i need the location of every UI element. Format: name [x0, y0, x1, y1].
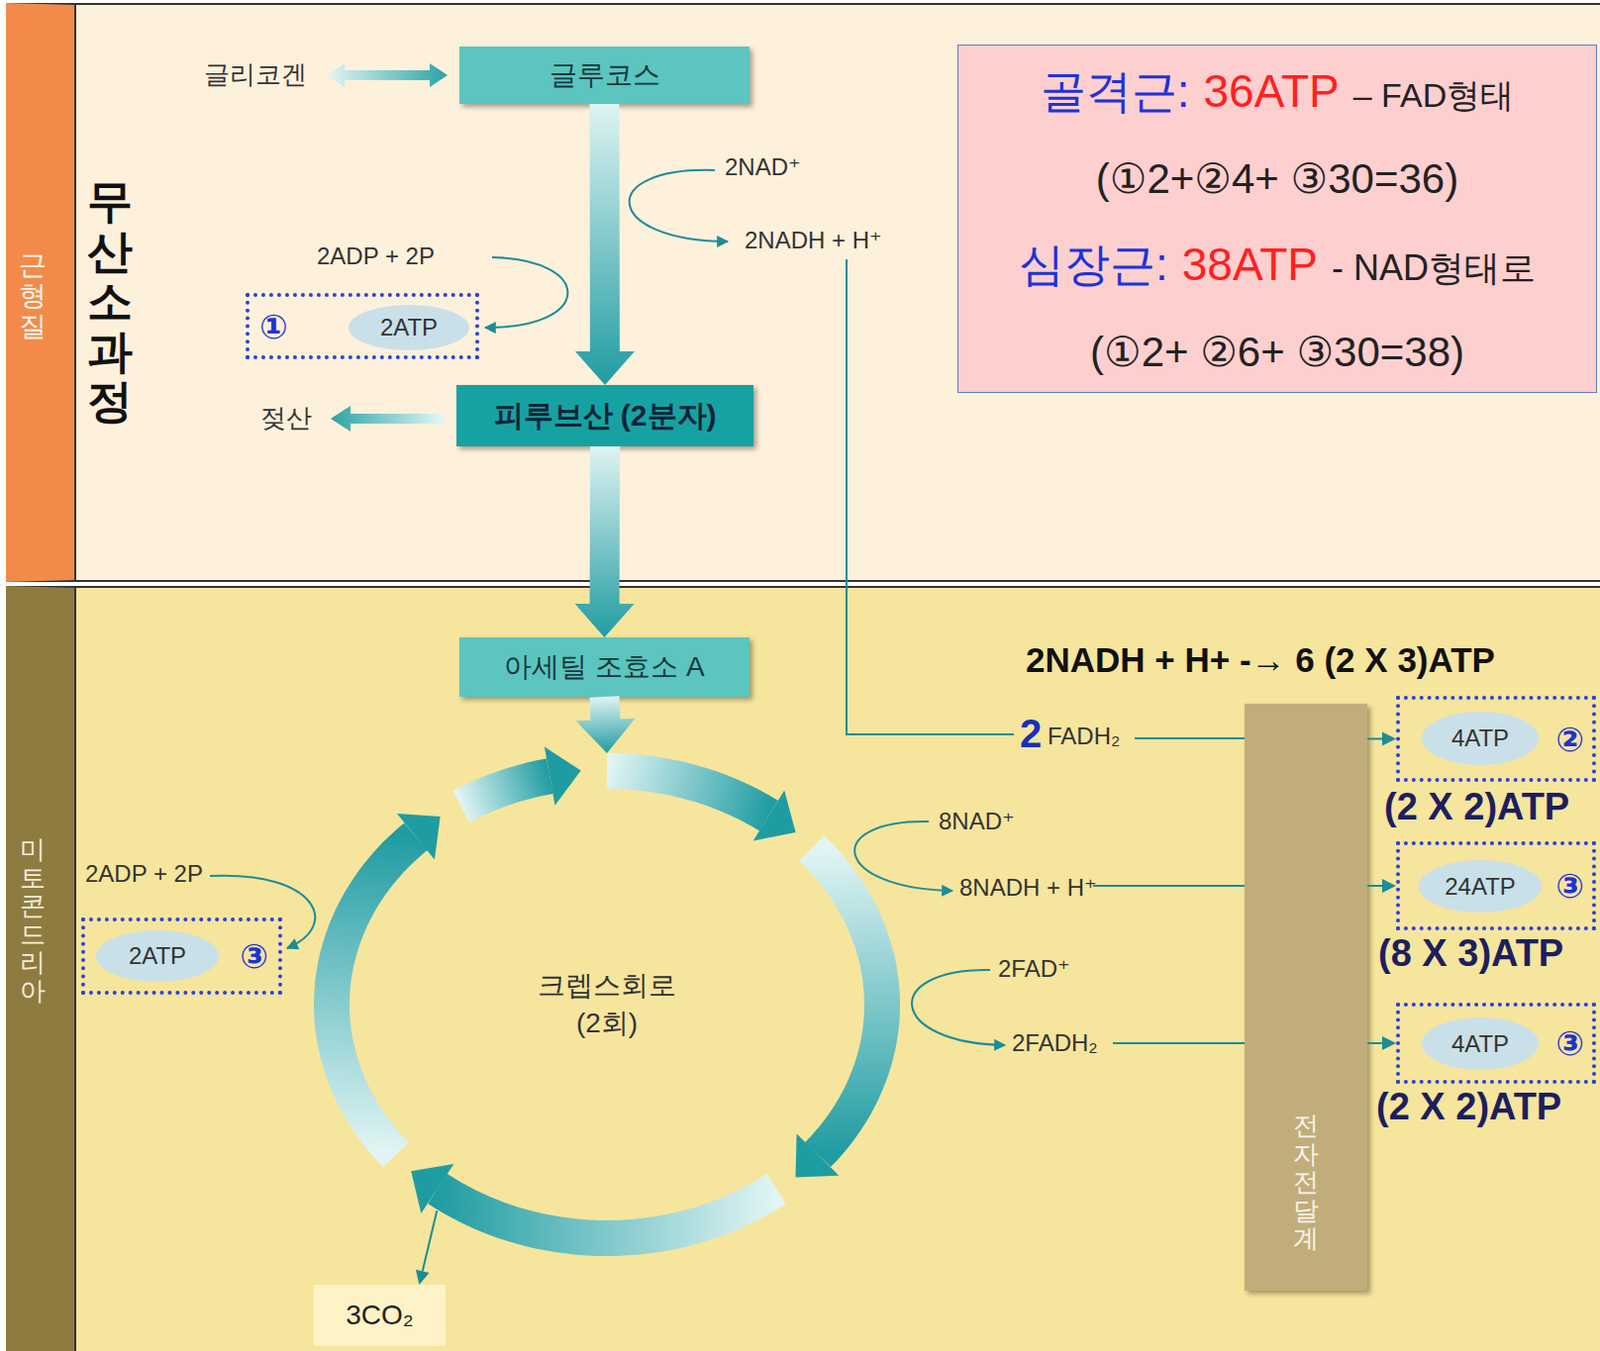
coenzyme-label: 2NADH + H⁺ [744, 226, 883, 255]
info-text: 심장근: [1018, 234, 1169, 297]
node-text: 2ATP [380, 313, 438, 342]
info-box: 골격근:36ATP – FAD형태 (①2+②4+ ③30=36) 심장근:38ATP… [957, 44, 1598, 394]
coenzyme-label: 2FAD⁺ [998, 955, 1071, 984]
node-text: 4ATP [1451, 724, 1509, 753]
atp-formula: 2NADH + H+ -→ 6 (2 X 3)ATP [1025, 640, 1496, 681]
label-anchor: 2ADP + 2P [316, 242, 435, 271]
info-text: – FAD형태 [1353, 73, 1514, 119]
callout-number: ③ [239, 939, 269, 974]
text-anchor: ③ [239, 921, 269, 992]
node-text: 4ATP [1451, 1030, 1509, 1059]
label-anchor: 2NAD⁺ [724, 153, 801, 182]
text-anchor: ③ [1555, 1006, 1585, 1081]
label-anchor: 2FAD⁺ [998, 955, 1071, 984]
node-text: 2ATP [128, 942, 187, 971]
text-line: (①2+②4+ ③30=36) [1096, 154, 1459, 203]
process-box: 글루코스 [459, 46, 750, 104]
product-box: 3CO₂ [313, 1285, 446, 1347]
label-anchor: 2 [1019, 710, 1042, 757]
atp-formula: (8 X 3)ATP [1378, 932, 1564, 977]
callout-number: ③ [1555, 869, 1585, 903]
label-anchor: 2NADH + H+ -→ 6 (2 X 3)ATP [1025, 640, 1496, 681]
node-text: 3CO₂ [345, 1300, 413, 1332]
coenzyme-label: 8NADH + H⁺ [959, 874, 1098, 902]
text-anchor: ① [259, 297, 289, 356]
mitochondria-band: 미토콘드리아 아세틸 조효소 A 전자전달계 ② 4ATP 크렙스회로 (2회) ③ 2ATP… [5, 586, 1600, 1351]
text-anchor: 미토콘드리아 [19, 835, 46, 1006]
coenzyme-label: 2NAD⁺ [724, 153, 801, 182]
label-anchor: 8NADH + H⁺ [959, 874, 1098, 902]
info-text: 38ATP [1182, 237, 1318, 292]
node-text: 크렙스회로 (2회) [527, 967, 687, 1043]
info-text: 골격근: [1040, 61, 1191, 123]
atp-callout-box: ③ 24ATP [1396, 841, 1597, 931]
process-title: 무산소과정 [87, 176, 133, 427]
callout-number: ② [1555, 722, 1585, 757]
label-anchor: (8 X 3)ATP [1378, 932, 1564, 977]
info-text: 36ATP [1203, 64, 1340, 118]
coenzyme-label: 8NAD⁺ [938, 807, 1015, 836]
node-text: 전자전달계 [1293, 1111, 1319, 1254]
label-anchor: 무산소과정 [87, 176, 133, 427]
info-text: - NAD형태로 [1331, 244, 1536, 294]
callout-number: ① [259, 309, 289, 344]
atp-callout-box: ② 4ATP [1396, 696, 1597, 783]
node-text: 24ATP [1444, 873, 1516, 901]
atp-formula: (2 X 2)ATP [1376, 1086, 1562, 1130]
label-anchor: 2FADH₂ [1011, 1029, 1099, 1058]
text-line: 골격근:36ATP – FAD형태 [1040, 61, 1514, 123]
count-label: 2 [1019, 710, 1042, 757]
region-label: 근형질 [18, 250, 47, 342]
substrate-label: 2ADP + 2P [316, 242, 435, 271]
atp-ellipse: 2ATP [96, 930, 219, 983]
node-text: 글루코스 [549, 56, 661, 95]
process-box: 아세틸 조효소 A [459, 637, 750, 698]
node-text: 아세틸 조효소 A [503, 648, 704, 687]
cytoplasm-band: 근형질 글루코스 ① 2ATP 피루브산 (2분자) 골격근:36ATP – FAD형태 (①… [5, 2, 1600, 583]
text-line: 심장근:38ATP - NAD형태로 [1018, 234, 1536, 297]
atp-ellipse: 4ATP [1421, 711, 1539, 766]
atp-ellipse: 4ATP [1421, 1017, 1539, 1071]
label-anchor: FADH₂ [1047, 722, 1120, 751]
atp-callout-box: ③ 2ATP [81, 917, 283, 996]
text-anchor: ③ [1555, 845, 1585, 927]
coenzyme-label: 2FADH₂ [1011, 1029, 1099, 1058]
label-anchor: 2NADH + H⁺ [744, 226, 883, 255]
label-anchor: 2ADP + 2P [85, 860, 203, 889]
callout-number: ③ [1555, 1026, 1585, 1061]
text-column: 골격근:36ATP – FAD형태 (①2+②4+ ③30=36) 심장근:38ATP… [958, 45, 1597, 393]
text-line: (①2+ ②6+ ③30=38) [1090, 327, 1465, 377]
coenzyme-label: FADH₂ [1047, 722, 1120, 751]
metabolite-label: 글리코겐 [203, 60, 307, 91]
text-anchor: ② [1555, 700, 1585, 779]
atp-callout-box: ③ 4ATP [1396, 1002, 1597, 1085]
node-text: 피루브산 (2분자) [494, 396, 717, 437]
region-label: 미토콘드리아 [19, 835, 46, 1006]
label-anchor: 8NAD⁺ [938, 807, 1015, 836]
label-anchor: 글리코겐 [203, 60, 307, 91]
atp-ellipse: 24ATP [1418, 860, 1542, 913]
info-text: (①2+ ②6+ ③30=38) [1090, 327, 1465, 377]
krebs-cycle: 크렙스회로 (2회) [313, 753, 900, 1257]
process-box: 피루브산 (2분자) [456, 385, 754, 447]
label-anchor: 젖산 [260, 403, 312, 434]
atp-formula: (2 X 2)ATP [1384, 786, 1570, 830]
electron-transport-bar: 전자전달계 [1244, 703, 1368, 1292]
atp-callout-box: ① 2ATP [245, 293, 480, 360]
text-anchor: 근형질 [18, 250, 47, 342]
atp-ellipse: 2ATP [348, 304, 470, 351]
label-anchor: (2 X 2)ATP [1376, 1086, 1562, 1130]
metabolite-label: 젖산 [260, 403, 312, 434]
substrate-label: 2ADP + 2P [85, 860, 203, 889]
label-anchor: (2 X 2)ATP [1384, 786, 1570, 830]
info-text: (①2+②4+ ③30=36) [1096, 154, 1459, 203]
